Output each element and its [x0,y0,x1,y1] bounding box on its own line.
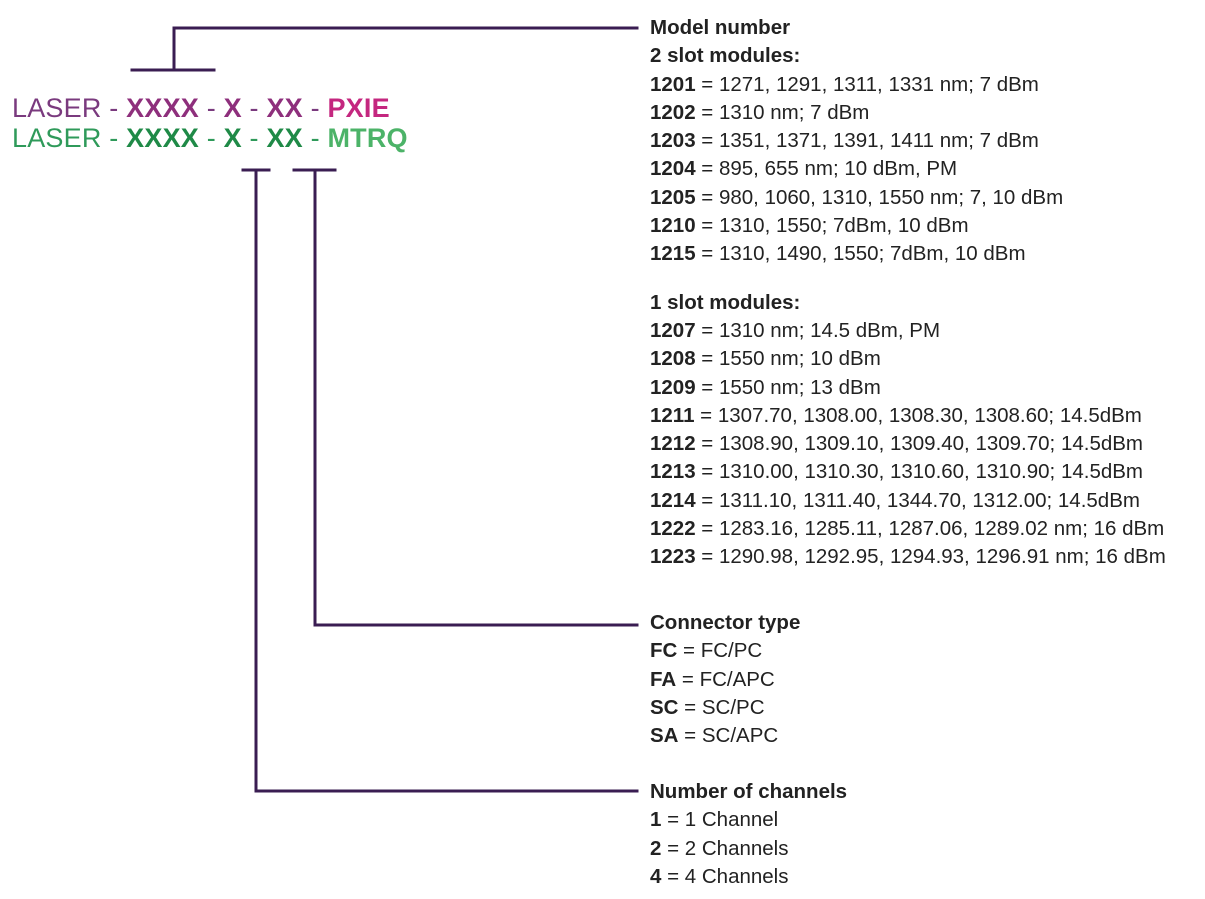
item-description: = 1310 nm; 7 dBm [695,100,870,124]
item-description: = 980, 1060, 1310, 1550 nm; 7, 10 dBm [695,185,1064,209]
item-code: FA [650,667,677,691]
channels-title: Number of channels [650,780,848,803]
channels-callout-line [241,168,639,793]
item-code: SC [650,695,679,719]
item-code: 1211 [650,403,695,427]
list-item: 1210 = 1310, 1550; 7dBm, 10 dBm [650,212,1166,240]
list-item: 1209 = 1550 nm; 13 dBm [650,374,1166,402]
two-slot-title: 2 slot modules: [650,44,801,68]
part-code-mtrq: LASER - XXXX - X - XX - MTRQ [12,123,408,153]
item-code: FC [650,639,678,663]
item-description: = 1290.98, 1292.95, 1294.93, 1296.91 nm;… [695,545,1166,569]
model-number-title: Model number [650,16,791,39]
item-description: = 1311.10, 1311.40, 1344.70, 1312.00; 14… [695,488,1140,512]
item-description: = 2 Channels [661,836,789,860]
list-item: 1213 = 1310.00, 1310.30, 1310.60, 1310.9… [650,458,1166,486]
code-channels: X [223,123,242,153]
item-code: 1203 [650,129,696,153]
list-item: 1211 = 1307.70, 1308.00, 1308.30, 1308.6… [650,402,1166,430]
connector-type-title: Connector type [650,611,801,634]
list-item: 1222 = 1283.16, 1285.11, 1287.06, 1289.0… [650,515,1166,543]
code-prefix: LASER [12,93,102,123]
item-description: = 1310, 1490, 1550; 7dBm, 10 dBm [695,242,1026,266]
item-description: = 1550 nm; 10 dBm [695,347,881,371]
part-code-pxie: LASER - XXXX - X - XX - PXIE [12,93,390,123]
code-suffix: MTRQ [327,123,408,153]
list-item: 1208 = 1550 nm; 10 dBm [650,345,1166,373]
item-code: 1209 [650,375,696,399]
item-code: 1214 [650,488,696,512]
item-description: = FC/APC [676,667,775,691]
item-description: = 1 Channel [661,808,779,832]
list-item: 1207 = 1310 nm; 14.5 dBm, PM [650,317,1166,345]
item-code: 1223 [650,545,696,569]
model-number-section: Model number 2 slot modules: 1201 = 1271… [650,14,1166,572]
item-code: 4 [650,864,662,888]
item-description: = FC/PC [677,639,763,663]
code-suffix: PXIE [327,93,390,123]
list-item: SA = SC/APC [650,722,800,750]
list-item: 4 = 4 Channels [650,863,847,891]
model-callout-line [130,26,639,72]
item-description: = 1307.70, 1308.00, 1308.30, 1308.60; 14… [694,403,1142,427]
item-description: = 1351, 1371, 1391, 1411 nm; 7 dBm [695,129,1039,153]
code-connector: XX [266,93,303,123]
item-code: 1202 [650,100,696,124]
item-description: = SC/PC [678,695,765,719]
code-model: XXXX [126,93,199,123]
item-description: = 1310.00, 1310.30, 1310.60, 1310.90; 14… [695,460,1143,484]
item-description: = 1310, 1550; 7dBm, 10 dBm [695,214,969,238]
list-item: 1223 = 1290.98, 1292.95, 1294.93, 1296.9… [650,543,1166,571]
item-code: 1204 [650,157,696,181]
list-item: 1205 = 980, 1060, 1310, 1550 nm; 7, 10 d… [650,184,1166,212]
item-code: 2 [650,836,662,860]
list-item: FC = FC/PC [650,637,800,665]
code-channels: X [223,93,242,123]
list-item: 1203 = 1351, 1371, 1391, 1411 nm; 7 dBm [650,127,1166,155]
item-code: 1222 [650,517,696,541]
item-description: = 1283.16, 1285.11, 1287.06, 1289.02 nm;… [695,517,1165,541]
list-item: 1204 = 895, 655 nm; 10 dBm, PM [650,155,1166,183]
item-code: 1210 [650,214,696,238]
item-code: 1205 [650,185,696,209]
item-code: SA [650,724,679,748]
item-code: 1207 [650,318,696,342]
item-description: = 1310 nm; 14.5 dBm, PM [695,318,941,342]
item-description: = 4 Channels [661,864,789,888]
code-connector: XX [266,123,303,153]
list-item: 1212 = 1308.90, 1309.10, 1309.40, 1309.7… [650,430,1166,458]
code-prefix: LASER [12,123,102,153]
item-code: 1201 [650,72,696,96]
connector-callout-line [292,168,639,627]
list-item: 1215 = 1310, 1490, 1550; 7dBm, 10 dBm [650,240,1166,268]
item-description: = 1550 nm; 13 dBm [695,375,881,399]
item-description: = 1271, 1291, 1311, 1331 nm; 7 dBm [695,72,1039,96]
item-code: 1215 [650,242,696,266]
item-description: = 1308.90, 1309.10, 1309.40, 1309.70; 14… [695,432,1143,456]
item-code: 1208 [650,347,696,371]
list-item: 1214 = 1311.10, 1311.40, 1344.70, 1312.0… [650,487,1166,515]
list-item: FA = FC/APC [650,666,800,694]
item-code: 1 [650,808,662,832]
list-item: 1201 = 1271, 1291, 1311, 1331 nm; 7 dBm [650,71,1166,99]
item-code: 1213 [650,460,696,484]
item-description: = 895, 655 nm; 10 dBm, PM [695,157,958,181]
list-item: 1202 = 1310 nm; 7 dBm [650,99,1166,127]
item-code: 1212 [650,432,696,456]
list-item: 1 = 1 Channel [650,806,847,834]
one-slot-title: 1 slot modules: [650,290,801,314]
list-item: SC = SC/PC [650,694,800,722]
item-description: = SC/APC [678,724,779,748]
list-item: 2 = 2 Channels [650,835,847,863]
code-model: XXXX [126,123,199,153]
